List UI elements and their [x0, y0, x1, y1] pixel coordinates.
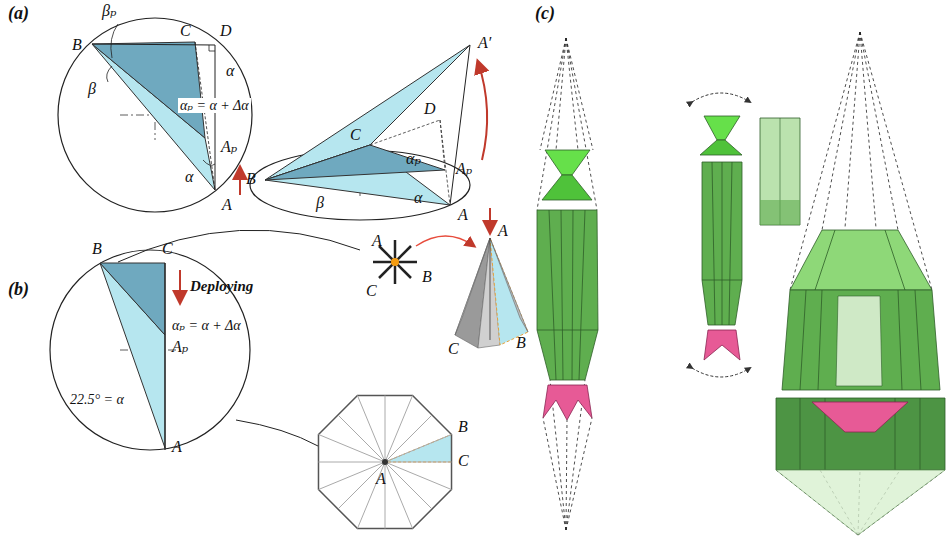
point-label: B [92, 240, 102, 258]
point-label: D [424, 100, 436, 118]
panel-c-models [537, 32, 945, 535]
angle-label: α [414, 189, 422, 207]
point-label: B [246, 170, 256, 188]
panel-b-circle [50, 230, 360, 450]
point-label: C [458, 452, 469, 470]
panel-a-left [58, 18, 252, 212]
angle-equation: αₚ = α + Δα [178, 98, 251, 113]
panel-label: (c) [535, 4, 555, 24]
point-label: C [162, 240, 173, 258]
point-label: B [72, 36, 82, 54]
point-label: A [372, 232, 382, 250]
folded-cone [455, 208, 528, 348]
point-label: Aₚ [172, 338, 188, 356]
point-label: A [172, 438, 182, 456]
point-label: C [366, 282, 377, 300]
point-label: Aₚ [456, 160, 472, 178]
angle-label: αₚ [406, 150, 421, 168]
point-label: B [458, 418, 468, 436]
point-label: C [180, 22, 191, 40]
angle-equation: 22.5° = α [70, 392, 124, 407]
point-label: B [422, 268, 432, 286]
point-label: Aₚ [221, 138, 237, 156]
angle-label: α [226, 62, 234, 80]
angle-label: α [185, 168, 193, 186]
crease-octagon [318, 395, 451, 528]
point-label: A′ [478, 34, 491, 52]
angle-label: β [316, 194, 324, 212]
angle-label: β [88, 80, 96, 98]
point-label: A [376, 470, 386, 488]
point-label: C [448, 340, 459, 358]
angle-equation: αₚ = α + Δα [170, 318, 243, 333]
angle-label: βₚ [102, 2, 116, 20]
point-label: A [458, 206, 468, 224]
panel-label: (a) [8, 4, 29, 24]
point-label: A [498, 222, 508, 240]
point-label: B [516, 334, 526, 352]
motion-label: Deploying [190, 278, 253, 295]
panel-label: (b) [8, 280, 29, 300]
point-label: C [350, 126, 361, 144]
point-label: A [222, 196, 232, 214]
point-label: D [220, 22, 232, 40]
panel-a-right [250, 45, 487, 220]
